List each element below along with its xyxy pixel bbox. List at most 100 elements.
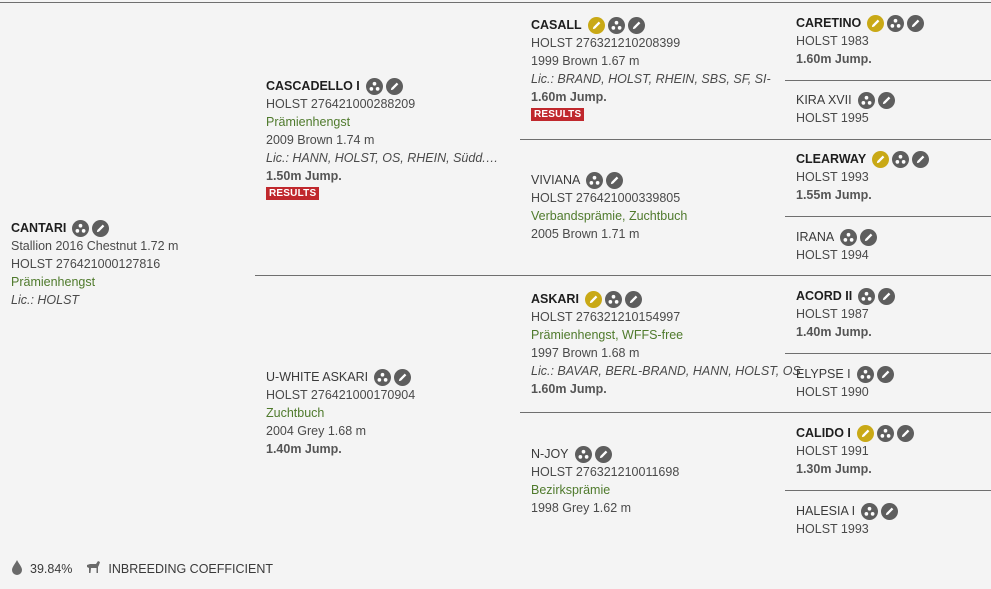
- pedigree-icon[interactable]: [856, 365, 874, 383]
- edit-icon[interactable]: [881, 502, 899, 520]
- divider-gen3-1: [785, 80, 991, 81]
- drop-icon: [10, 559, 24, 578]
- edit-icon[interactable]: [394, 368, 412, 386]
- pedigree-icon[interactable]: [858, 287, 876, 305]
- pedigree-icon[interactable]: [604, 290, 622, 308]
- pedigree-icon[interactable]: [365, 77, 383, 95]
- edit-icon[interactable]: [876, 365, 894, 383]
- dam-dam-id: HOLST 276321210011698: [531, 465, 680, 479]
- horse-icon: [84, 559, 102, 578]
- dam-sire-name[interactable]: ASKARI: [531, 292, 579, 306]
- gen3-cell-halesia: HALESIA I HOLST 1993: [796, 502, 899, 538]
- edit-icon[interactable]: [878, 287, 896, 305]
- pedigree-icon[interactable]: [876, 424, 894, 442]
- gen3-performance: 1.40m Jump.: [796, 325, 872, 339]
- sire-dam-cell: VIVIANA HOLST 276421000339805 Verbandspr…: [531, 171, 687, 243]
- dam-sire-status: Prämienhengst, WFFS-free: [531, 328, 684, 342]
- dam-id: HOLST 276421000170904: [266, 388, 416, 402]
- sire-sire-name[interactable]: CASALL: [531, 18, 582, 32]
- edit-icon[interactable]: [627, 16, 645, 34]
- pedigree-icon[interactable]: [892, 150, 910, 168]
- divider-gen2-bottom: [520, 412, 991, 413]
- sire-line-icon[interactable]: [856, 424, 874, 442]
- gen3-name[interactable]: ACORD II: [796, 289, 853, 303]
- dam-dam-info: 1998 Grey 1.62 m: [531, 501, 632, 515]
- sire-name[interactable]: CASCADELLO I: [266, 79, 360, 93]
- gen3-name[interactable]: KIRA XVII: [796, 93, 852, 107]
- sire-line-icon[interactable]: [872, 150, 890, 168]
- dam-dam-cell: N-JOY HOLST 276321210011698 Bezirksprämi…: [531, 445, 679, 517]
- dam-sire-info: 1997 Brown 1.68 m: [531, 346, 640, 360]
- dam-name[interactable]: U-WHITE ASKARI: [266, 370, 369, 384]
- gen3-line: HOLST 1991: [796, 444, 869, 458]
- sire-line-icon[interactable]: [867, 14, 885, 32]
- pedigree-icon[interactable]: [374, 368, 392, 386]
- results-button[interactable]: RESULTS: [531, 108, 585, 121]
- inbreeding-label[interactable]: INBREEDING COEFFICIENT: [108, 561, 273, 576]
- pedigree-icon[interactable]: [586, 171, 604, 189]
- sire-dam-info: 2005 Brown 1.71 m: [531, 227, 640, 241]
- pedigree-icon[interactable]: [887, 14, 905, 32]
- sire-dam-name[interactable]: VIVIANA: [531, 173, 581, 187]
- horse-cell-cantari: CANTARI Stallion 2016 Chestnut 1.72 m HO…: [11, 219, 178, 309]
- pedigree-icon[interactable]: [857, 91, 875, 109]
- pedigree-icon[interactable]: [72, 219, 90, 237]
- pedigree-icon[interactable]: [861, 502, 879, 520]
- gen3-name[interactable]: ELYPSE I: [796, 367, 851, 381]
- edit-icon[interactable]: [896, 424, 914, 442]
- sire-sire-info: 1999 Brown 1.67 m: [531, 54, 640, 68]
- gen3-name[interactable]: CLEARWAY: [796, 152, 867, 166]
- edit-icon[interactable]: [92, 219, 110, 237]
- results-button[interactable]: RESULTS: [266, 187, 320, 200]
- gen3-name[interactable]: IRANA: [796, 230, 835, 244]
- sire-sire-id: HOLST 276321210208399: [531, 36, 681, 50]
- edit-icon[interactable]: [624, 290, 642, 308]
- sire-sire-cell: CASALL HOLST 276321210208399 1999 Brown …: [531, 16, 771, 121]
- dam-sire-id: HOLST 276321210154997: [531, 310, 681, 324]
- pedigree-icon[interactable]: [840, 228, 858, 246]
- dam-sire-licence: Lic.: BAVAR, BERL-BRAND, HANN, HOLST, OS: [531, 364, 801, 378]
- sire-status: Prämienhengst: [266, 115, 351, 129]
- gen3-name[interactable]: CALIDO I: [796, 426, 851, 440]
- sire-sire-licence: Lic.: BRAND, HOLST, RHEIN, SBS, SF, SI-U…: [531, 72, 771, 86]
- gen3-performance: 1.55m Jump.: [796, 188, 872, 202]
- edit-icon[interactable]: [594, 445, 612, 463]
- horse-status: Prämienhengst: [11, 275, 96, 289]
- edit-icon[interactable]: [912, 150, 930, 168]
- gen3-line: HOLST 1987: [796, 307, 869, 321]
- gen3-name[interactable]: CARETINO: [796, 16, 862, 30]
- pedigree-icon[interactable]: [574, 445, 592, 463]
- sire-performance: 1.50m Jump.: [266, 169, 342, 183]
- gen3-cell-elypse: ELYPSE I HOLST 1990: [796, 365, 894, 401]
- gen3-cell-clearway: CLEARWAY HOLST 1993 1.55m Jump.: [796, 150, 930, 204]
- gen3-line: HOLST 1993: [796, 170, 869, 184]
- divider-gen3-3: [785, 353, 991, 354]
- pedigree-icon[interactable]: [607, 16, 625, 34]
- horse-name[interactable]: CANTARI: [11, 221, 67, 235]
- edit-icon[interactable]: [385, 77, 403, 95]
- edit-icon[interactable]: [877, 91, 895, 109]
- sire-dam-id: HOLST 276421000339805: [531, 191, 681, 205]
- divider-gen3-4: [785, 490, 991, 491]
- gen3-line: HOLST 1994: [796, 248, 869, 262]
- gen3-cell-kira: KIRA XVII HOLST 1995: [796, 91, 895, 127]
- top-divider: [0, 2, 991, 3]
- gen3-name[interactable]: HALESIA I: [796, 504, 856, 518]
- dam-dam-name[interactable]: N-JOY: [531, 447, 569, 461]
- sire-cell: CASCADELLO I HOLST 276421000288209 Prämi…: [266, 77, 504, 200]
- inbreeding-percent: 39.84%: [30, 561, 73, 576]
- edit-icon[interactable]: [860, 228, 878, 246]
- edit-icon[interactable]: [907, 14, 925, 32]
- dam-sire-cell: ASKARI HOLST 276321210154997 Prämienheng…: [531, 290, 801, 398]
- dam-cell: U-WHITE ASKARI HOLST 276421000170904 Zuc…: [266, 368, 415, 458]
- edit-icon[interactable]: [606, 171, 624, 189]
- horse-info: Stallion 2016 Chestnut 1.72 m: [11, 239, 179, 253]
- sire-sire-performance: 1.60m Jump.: [531, 90, 607, 104]
- divider-gen2-top: [520, 139, 991, 140]
- gen3-cell-irana: IRANA HOLST 1994: [796, 228, 878, 264]
- sire-line-icon[interactable]: [587, 16, 605, 34]
- sire-line-icon[interactable]: [584, 290, 602, 308]
- gen3-line: HOLST 1993: [796, 522, 869, 536]
- inbreeding-footer: 39.84% INBREEDING COEFFICIENT: [10, 559, 273, 578]
